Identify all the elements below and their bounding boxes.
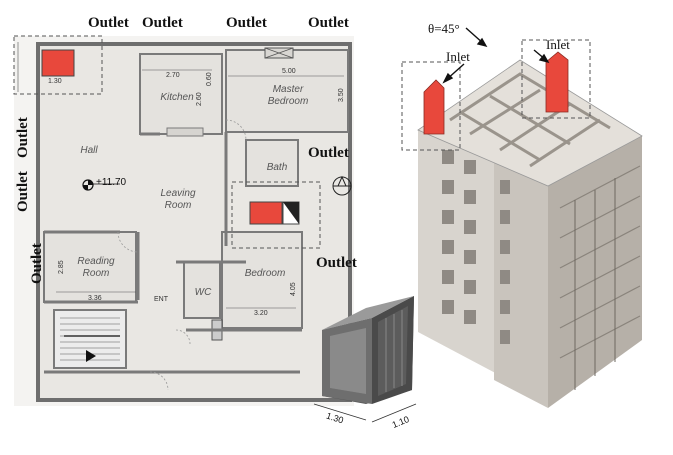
outlet-label-2: Outlet [142, 15, 183, 31]
dim-bedroom-depth: 4.05 [290, 282, 297, 296]
inlet-shaft-right [545, 51, 569, 113]
dim-kitchen-width: 2.70 [166, 72, 180, 79]
room-kitchen: Kitchen [160, 92, 194, 103]
master-bedroom-area [225, 49, 349, 133]
shaft-model [313, 296, 417, 423]
outlet-label-7: Outlet [15, 117, 31, 158]
dim-shaft-width: 1.30 [48, 78, 62, 85]
outlet-label-9: Outlet [29, 243, 45, 284]
callout-box-bath [231, 181, 321, 249]
dim-bedroom-width: 3.20 [254, 310, 268, 317]
building-model [401, 27, 643, 408]
room-hall: Hall [80, 145, 98, 156]
room-leaving-line2: Room [164, 199, 192, 211]
outlet-label-3: Outlet [226, 15, 267, 31]
room-master-line1: Master [272, 84, 304, 95]
outlet-label-1: Outlet [88, 15, 129, 31]
dim-master-width: 5.00 [282, 68, 296, 75]
room-master-line2: Bedroom [267, 95, 309, 107]
dim-kitchen-depth-1: 0.60 [206, 72, 213, 86]
room-bedroom: Bedroom [244, 268, 286, 279]
reading-room-area [43, 231, 137, 303]
room-bath: Bath [266, 162, 288, 173]
room-wc: WC [194, 287, 212, 298]
room-leaving-line1: Leaving [160, 188, 196, 199]
room-reading-line1: Reading [77, 256, 115, 267]
dim-reading-height: 2.85 [58, 260, 65, 274]
kitchen-area [139, 53, 223, 135]
entry-label: ENT [154, 296, 168, 303]
inlet-label-right: Inlet [546, 37, 570, 52]
shaft-bath [249, 201, 283, 225]
dim-reading-width: 3.36 [88, 295, 102, 302]
wc-area [183, 261, 221, 319]
callout-inlet-left [401, 61, 461, 151]
dim-master-depth: 3.50 [338, 88, 345, 102]
angle-label: θ=45° [428, 21, 460, 36]
room-reading-line2: Room [82, 267, 110, 279]
outlet-label-6: Outlet [316, 255, 357, 271]
outlet-label-8: Outlet [15, 171, 31, 212]
outlet-label-4: Outlet [308, 15, 349, 31]
dim-kitchen-depth-2: 2.60 [196, 92, 203, 106]
callout-box-top-left [13, 35, 103, 95]
level-marker: +11.70 [96, 177, 127, 188]
callout-inlet-right [521, 39, 591, 119]
inlet-label-left: Inlet [446, 49, 470, 64]
inlet-shaft-left [423, 79, 445, 135]
outlet-label-5: Outlet [308, 145, 349, 161]
bath-area [245, 139, 299, 187]
floor-plan [13, 35, 354, 406]
shaft-top-left [41, 49, 75, 77]
